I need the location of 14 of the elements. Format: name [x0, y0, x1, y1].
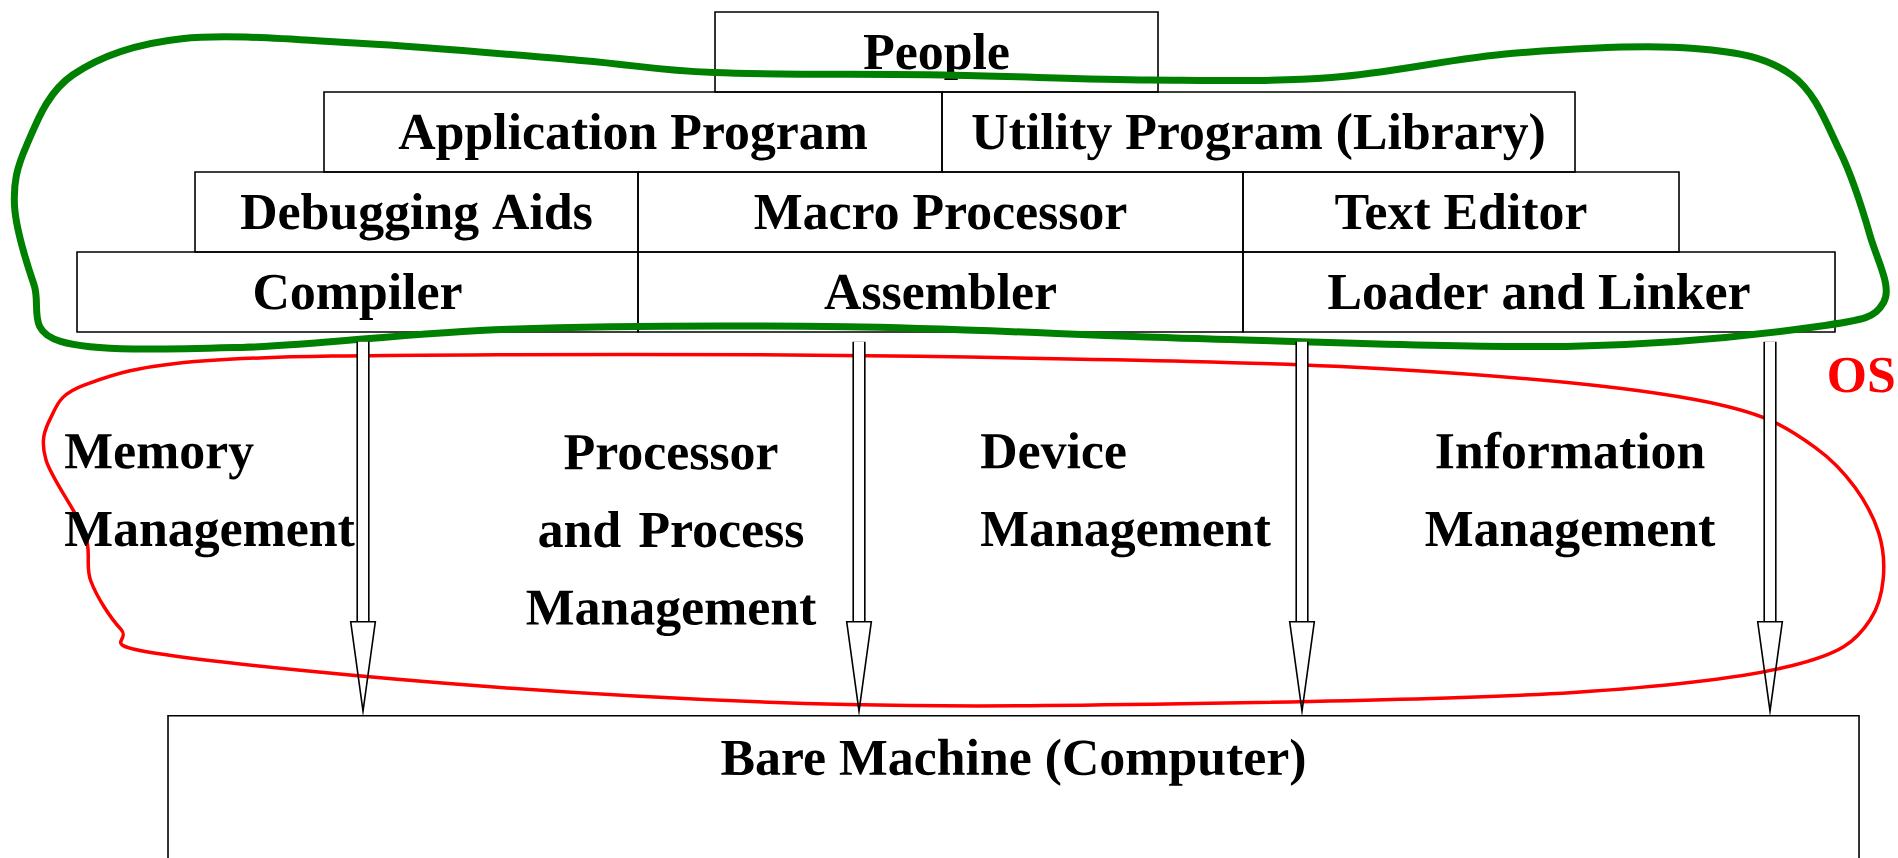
function-label: Information Management [1425, 431, 1716, 558]
os-label: OS [1829, 357, 1894, 393]
program-box: Utility Program (Library) [941, 91, 1576, 173]
program-box: Assembler [637, 251, 1244, 333]
function-label: Processor and Process Management [526, 435, 817, 637]
program-box: Text Editor [1242, 171, 1680, 253]
program-box: Loader and Linker [1242, 251, 1836, 333]
function-label: Device Management [981, 432, 1271, 558]
program-box: Debugging Aids [194, 171, 639, 253]
machine-box: Bare Machine (Computer) [167, 715, 1860, 858]
program-box: People [714, 11, 1159, 93]
program-box: Compiler [76, 251, 639, 333]
program-box: Application Program [323, 91, 943, 173]
program-box: Macro Processor [637, 171, 1244, 253]
